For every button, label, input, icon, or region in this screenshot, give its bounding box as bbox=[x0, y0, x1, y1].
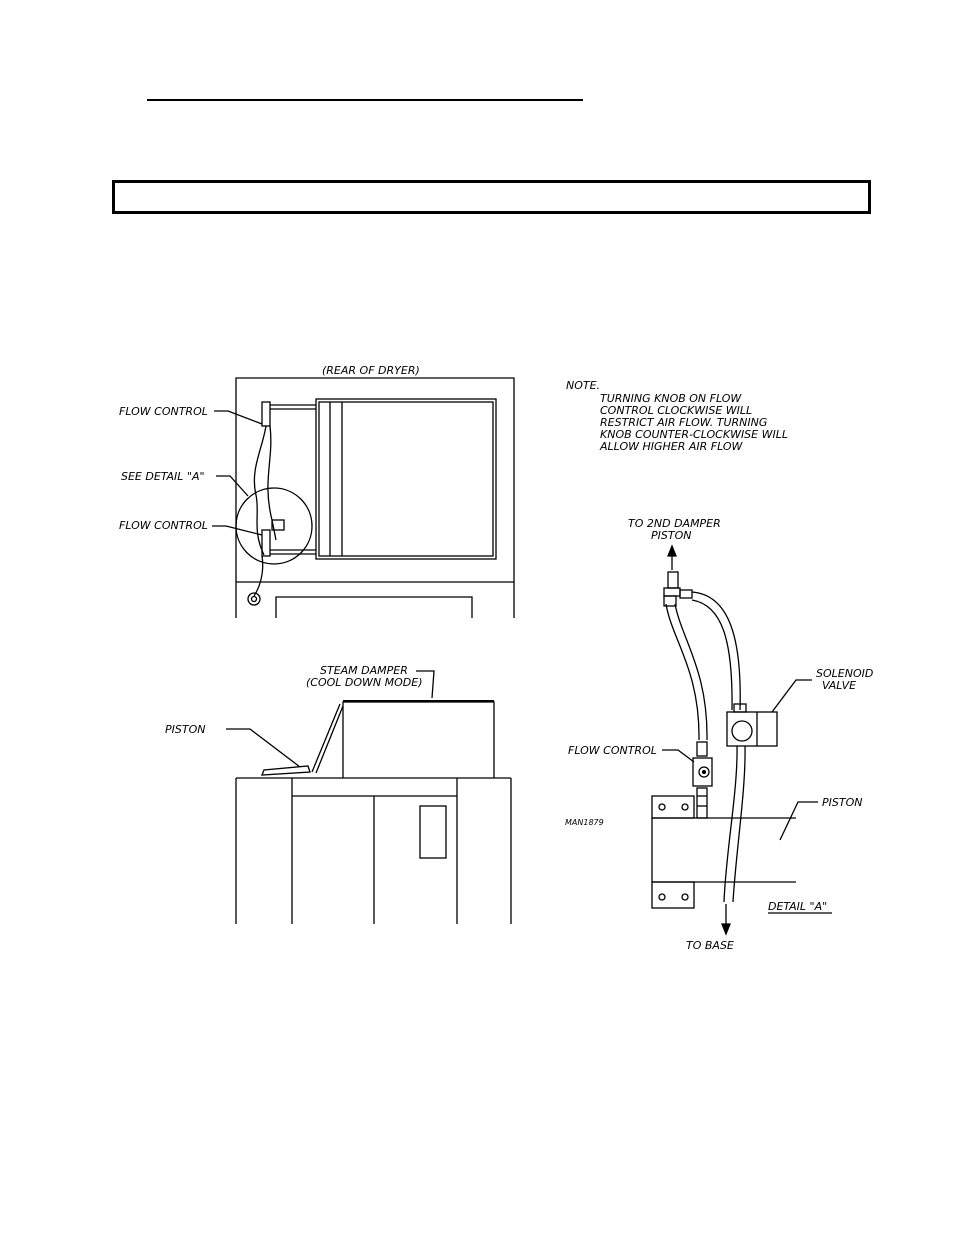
to-2nd-damper-label-1: TO 2ND DAMPER bbox=[628, 517, 721, 530]
piston-right-label: PISTON bbox=[822, 796, 862, 809]
solenoid-label-2: VALVE bbox=[822, 679, 856, 692]
steam-damper-label-2: (COOL DOWN MODE) bbox=[306, 676, 423, 689]
note-line-2: CONTROL CLOCKWISE WILL bbox=[600, 404, 752, 417]
detail-a-view: TO 2ND DAMPER PISTON FLOW CONTROL SOLENO… bbox=[565, 517, 873, 952]
detail-a-label: DETAIL "A" bbox=[768, 900, 827, 913]
see-detail-a-label: SEE DETAIL "A" bbox=[121, 470, 205, 483]
note-line-4: KNOB COUNTER-CLOCKWISE WILL bbox=[600, 428, 788, 441]
section-title-bar bbox=[112, 180, 871, 214]
flow-control-mid-label: FLOW CONTROL bbox=[119, 519, 208, 532]
header-rule bbox=[147, 99, 583, 101]
flow-control-top-label: FLOW CONTROL bbox=[119, 405, 208, 418]
man-number-label: MAN1879 bbox=[565, 818, 604, 827]
flow-control-detail-label: FLOW CONTROL bbox=[568, 744, 657, 757]
note-title: NOTE. bbox=[566, 379, 600, 392]
rear-of-dryer-view: (REAR OF DRYER) FLOW CONTROL SEE DETAIL … bbox=[119, 364, 515, 618]
steam-damper-label-1: STEAM DAMPER bbox=[320, 664, 408, 677]
rear-of-dryer-label: (REAR OF DRYER) bbox=[322, 364, 420, 377]
piston-left-label: PISTON bbox=[165, 723, 205, 736]
solenoid-label-1: SOLENOID bbox=[816, 667, 873, 680]
note-line-5: ALLOW HIGHER AIR FLOW bbox=[599, 440, 744, 453]
note-line-3: RESTRICT AIR FLOW. TURNING bbox=[600, 416, 767, 429]
steam-damper-side-view: STEAM DAMPER (COOL DOWN MODE) PISTON bbox=[165, 664, 512, 924]
note-block: NOTE. TURNING KNOB ON FLOW CONTROL CLOCK… bbox=[566, 379, 788, 453]
note-line-1: TURNING KNOB ON FLOW bbox=[600, 392, 742, 405]
to-2nd-damper-label-2: PISTON bbox=[651, 529, 691, 542]
to-base-label: TO BASE bbox=[686, 939, 734, 952]
